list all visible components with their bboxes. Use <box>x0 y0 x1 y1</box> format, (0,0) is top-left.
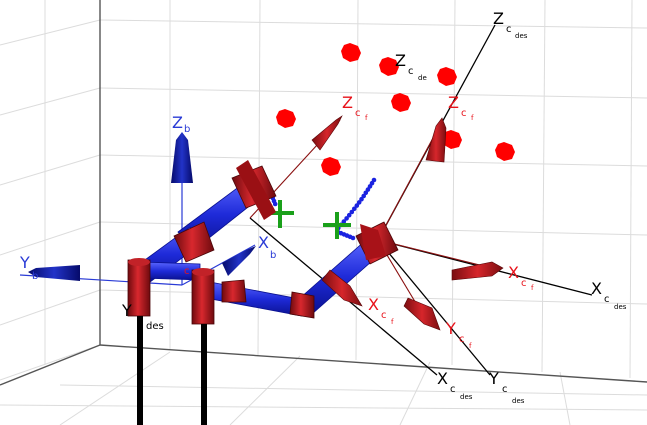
trajectory-point <box>361 193 367 199</box>
trajectory-point <box>341 219 347 224</box>
post <box>137 316 143 425</box>
joint <box>173 221 215 263</box>
label-z-cf-right-sub: c <box>461 108 467 119</box>
label-x-cf-right-subsub: f <box>531 284 534 292</box>
label-x-body-sub: b <box>270 250 276 261</box>
target-point <box>495 142 515 161</box>
z-cf-arrow-left <box>311 115 343 151</box>
label-x-des-bottom-subsub: des <box>460 393 473 401</box>
label-z-cf-right-subsub: f <box>471 114 474 122</box>
label-z-body-sub: b <box>184 124 190 135</box>
label-c-fragment: c <box>184 266 190 277</box>
current-frame-arrows <box>311 115 504 331</box>
target-point <box>442 130 462 149</box>
label-y-des-bottom: Y <box>488 369 499 388</box>
z-cf-arrow-right <box>425 117 447 163</box>
label-x-cf-mid: X <box>368 295 379 314</box>
label-y-body-sub: b <box>32 271 38 282</box>
joint <box>236 160 276 220</box>
trajectory-point <box>272 201 278 207</box>
y-cf-arrow <box>403 297 441 331</box>
trajectory-points <box>265 177 377 241</box>
trajectory-point <box>354 203 360 208</box>
label-z-des-top-sub: c <box>506 24 512 35</box>
leg-joint-cap <box>192 268 214 276</box>
label-x-des-right-subsub: des <box>614 303 627 311</box>
label-z-cf-right: Z <box>448 93 459 112</box>
manipulator <box>127 160 399 425</box>
trajectory-point <box>359 196 364 202</box>
joint <box>289 291 315 319</box>
label-y-des-left-subsub: des <box>146 321 164 332</box>
leg-joint <box>191 269 215 325</box>
target-point <box>437 67 457 86</box>
label-x-cf-right-sub: c <box>521 278 527 289</box>
label-x-des-right: X <box>591 279 602 298</box>
joint <box>360 224 386 260</box>
goal-markers <box>266 200 351 239</box>
label-z-des-mid: Z <box>395 51 406 70</box>
label-y-des-bottom-subsub: des <box>512 397 525 405</box>
z-body-arrow <box>171 132 193 183</box>
label-z-cf-left-sub: c <box>355 108 361 119</box>
label-y-des-left: Y <box>121 301 132 320</box>
trajectory-point <box>344 216 349 221</box>
label-z-cf-left: Z <box>342 93 353 112</box>
label-y-cf: Y <box>445 319 456 338</box>
target-point <box>341 43 361 62</box>
trajectory-point <box>349 209 355 215</box>
body-frame <box>19 132 256 286</box>
x-cf-arrow-right <box>451 261 504 281</box>
target-point <box>391 93 411 112</box>
y-body-arrow <box>28 265 80 281</box>
label-y-body: Y <box>19 253 30 272</box>
label-y-cf-subsub: f <box>469 342 472 350</box>
label-x-cf-right: X <box>508 263 519 282</box>
trajectory-point <box>346 212 352 218</box>
label-y-des-bottom-sub: c <box>502 384 508 395</box>
target-point <box>379 57 399 76</box>
label-x-des-right-sub: c <box>604 294 610 305</box>
target-point <box>276 109 296 128</box>
target-point <box>321 157 341 176</box>
joint <box>221 279 247 303</box>
goal-marker <box>323 212 351 239</box>
label-z-body: Z <box>172 113 183 132</box>
post <box>201 324 207 425</box>
trajectory-point <box>350 235 356 241</box>
label-x-des-bottom-sub: c <box>450 384 456 395</box>
label-z-des-mid-subsub: de <box>418 74 427 82</box>
label-y-cf-sub: c <box>459 334 465 345</box>
label-x-cf-mid-sub: c <box>381 310 387 321</box>
label-z-des-top: Z <box>493 9 504 28</box>
label-x-body: X <box>258 233 269 252</box>
leg-joint-cap <box>128 258 150 266</box>
label-z-cf-left-subsub: f <box>365 114 368 122</box>
label-z-des-top-subsub: des <box>515 32 528 40</box>
target-points <box>276 43 515 176</box>
label-z-des-mid-sub: c <box>408 66 414 77</box>
x-body-arrow <box>222 246 256 276</box>
x-cf-arrow-mid <box>321 269 363 307</box>
label-x-cf-mid-subsub: f <box>391 318 394 326</box>
trajectory-point <box>356 200 362 205</box>
label-x-des-bottom: X <box>437 369 448 388</box>
trajectory-point <box>352 206 357 212</box>
labels: Z c des Z c de X c des X c des Y c des Y… <box>19 9 627 405</box>
